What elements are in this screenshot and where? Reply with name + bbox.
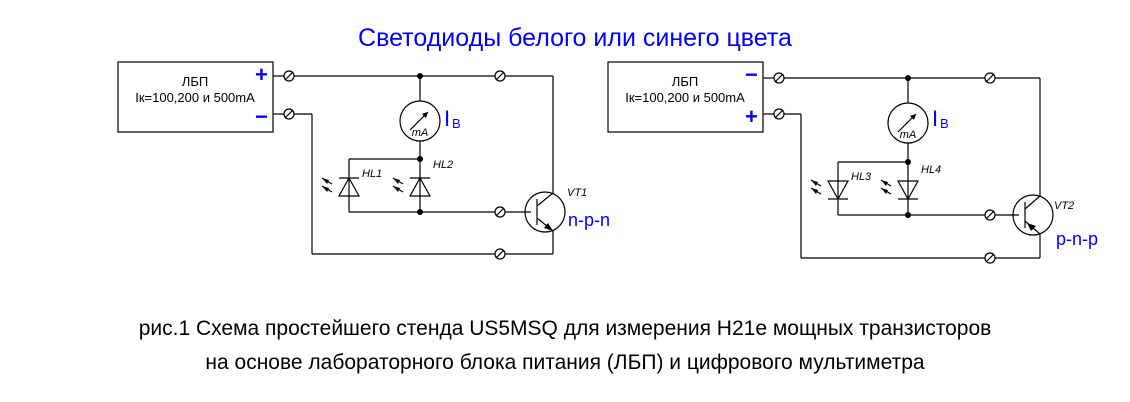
terminal xyxy=(984,252,996,264)
transistor-type: n-p-n xyxy=(568,210,610,230)
psu-current: Iк=100,200 и 500mA xyxy=(135,90,255,105)
psu-bottom-sign: − xyxy=(255,104,268,129)
terminal xyxy=(773,108,785,120)
psu-bottom-sign: + xyxy=(745,104,758,129)
meter-current-letter: I xyxy=(444,106,450,131)
figure-caption: рис.1 Схема простейшего стенда US5MSQ дл… xyxy=(0,312,1130,380)
led-label-b: HL4 xyxy=(921,164,941,176)
meter-unit: mA xyxy=(900,129,917,141)
led-label-b: HL2 xyxy=(433,159,453,171)
transistor-label: VT1 xyxy=(567,187,587,199)
led-label-a: HL1 xyxy=(362,168,382,180)
terminal xyxy=(283,70,295,82)
psu-top-sign: − xyxy=(745,62,758,87)
milliammeter: mA xyxy=(887,102,929,144)
milliammeter: mA xyxy=(399,100,441,142)
terminal xyxy=(984,72,996,84)
transistor-type: p-n-p xyxy=(1056,229,1098,249)
terminal xyxy=(984,209,996,221)
meter-current-letter: I xyxy=(932,106,938,131)
transistor-label: VT2 xyxy=(1054,200,1074,212)
terminal xyxy=(494,248,506,260)
circuit-npn: ЛБП Iк=100,200 и 500mA + − mA I B xyxy=(117,61,610,260)
psu-top-sign: + xyxy=(255,62,268,87)
meter-current-sub: B xyxy=(940,116,949,131)
psu-label: ЛБП xyxy=(672,74,698,89)
psu-label: ЛБП xyxy=(182,74,208,89)
terminal xyxy=(773,72,785,84)
meter-unit: mA xyxy=(412,127,429,139)
psu-current: Iк=100,200 и 500mA xyxy=(625,90,745,105)
transistor-vt2 xyxy=(1012,194,1054,236)
terminal xyxy=(494,206,506,218)
circuit-pnp: ЛБП Iк=100,200 и 500mA − + mA I B xyxy=(607,61,1098,264)
led-hl2 xyxy=(392,176,432,197)
caption-line-1: рис.1 Схема простейшего стенда US5MSQ дл… xyxy=(138,317,992,340)
caption-line-2: на основе лабораторного блока питания (Л… xyxy=(205,351,925,374)
led-hl1 xyxy=(321,176,361,197)
meter-current-sub: B xyxy=(452,116,461,131)
led-hl4 xyxy=(880,179,920,201)
transistor-vt1 xyxy=(524,191,566,233)
circuit-diagrams: ЛБП Iк=100,200 и 500mA + − mA I B xyxy=(117,61,1098,264)
terminal xyxy=(283,108,295,120)
led-hl3 xyxy=(810,179,850,201)
terminal xyxy=(494,70,506,82)
psu-box xyxy=(117,61,274,133)
diagram-title: Светодиоды белого или синего цвета xyxy=(358,24,792,52)
psu-box xyxy=(607,61,764,133)
led-label-a: HL3 xyxy=(851,171,872,183)
